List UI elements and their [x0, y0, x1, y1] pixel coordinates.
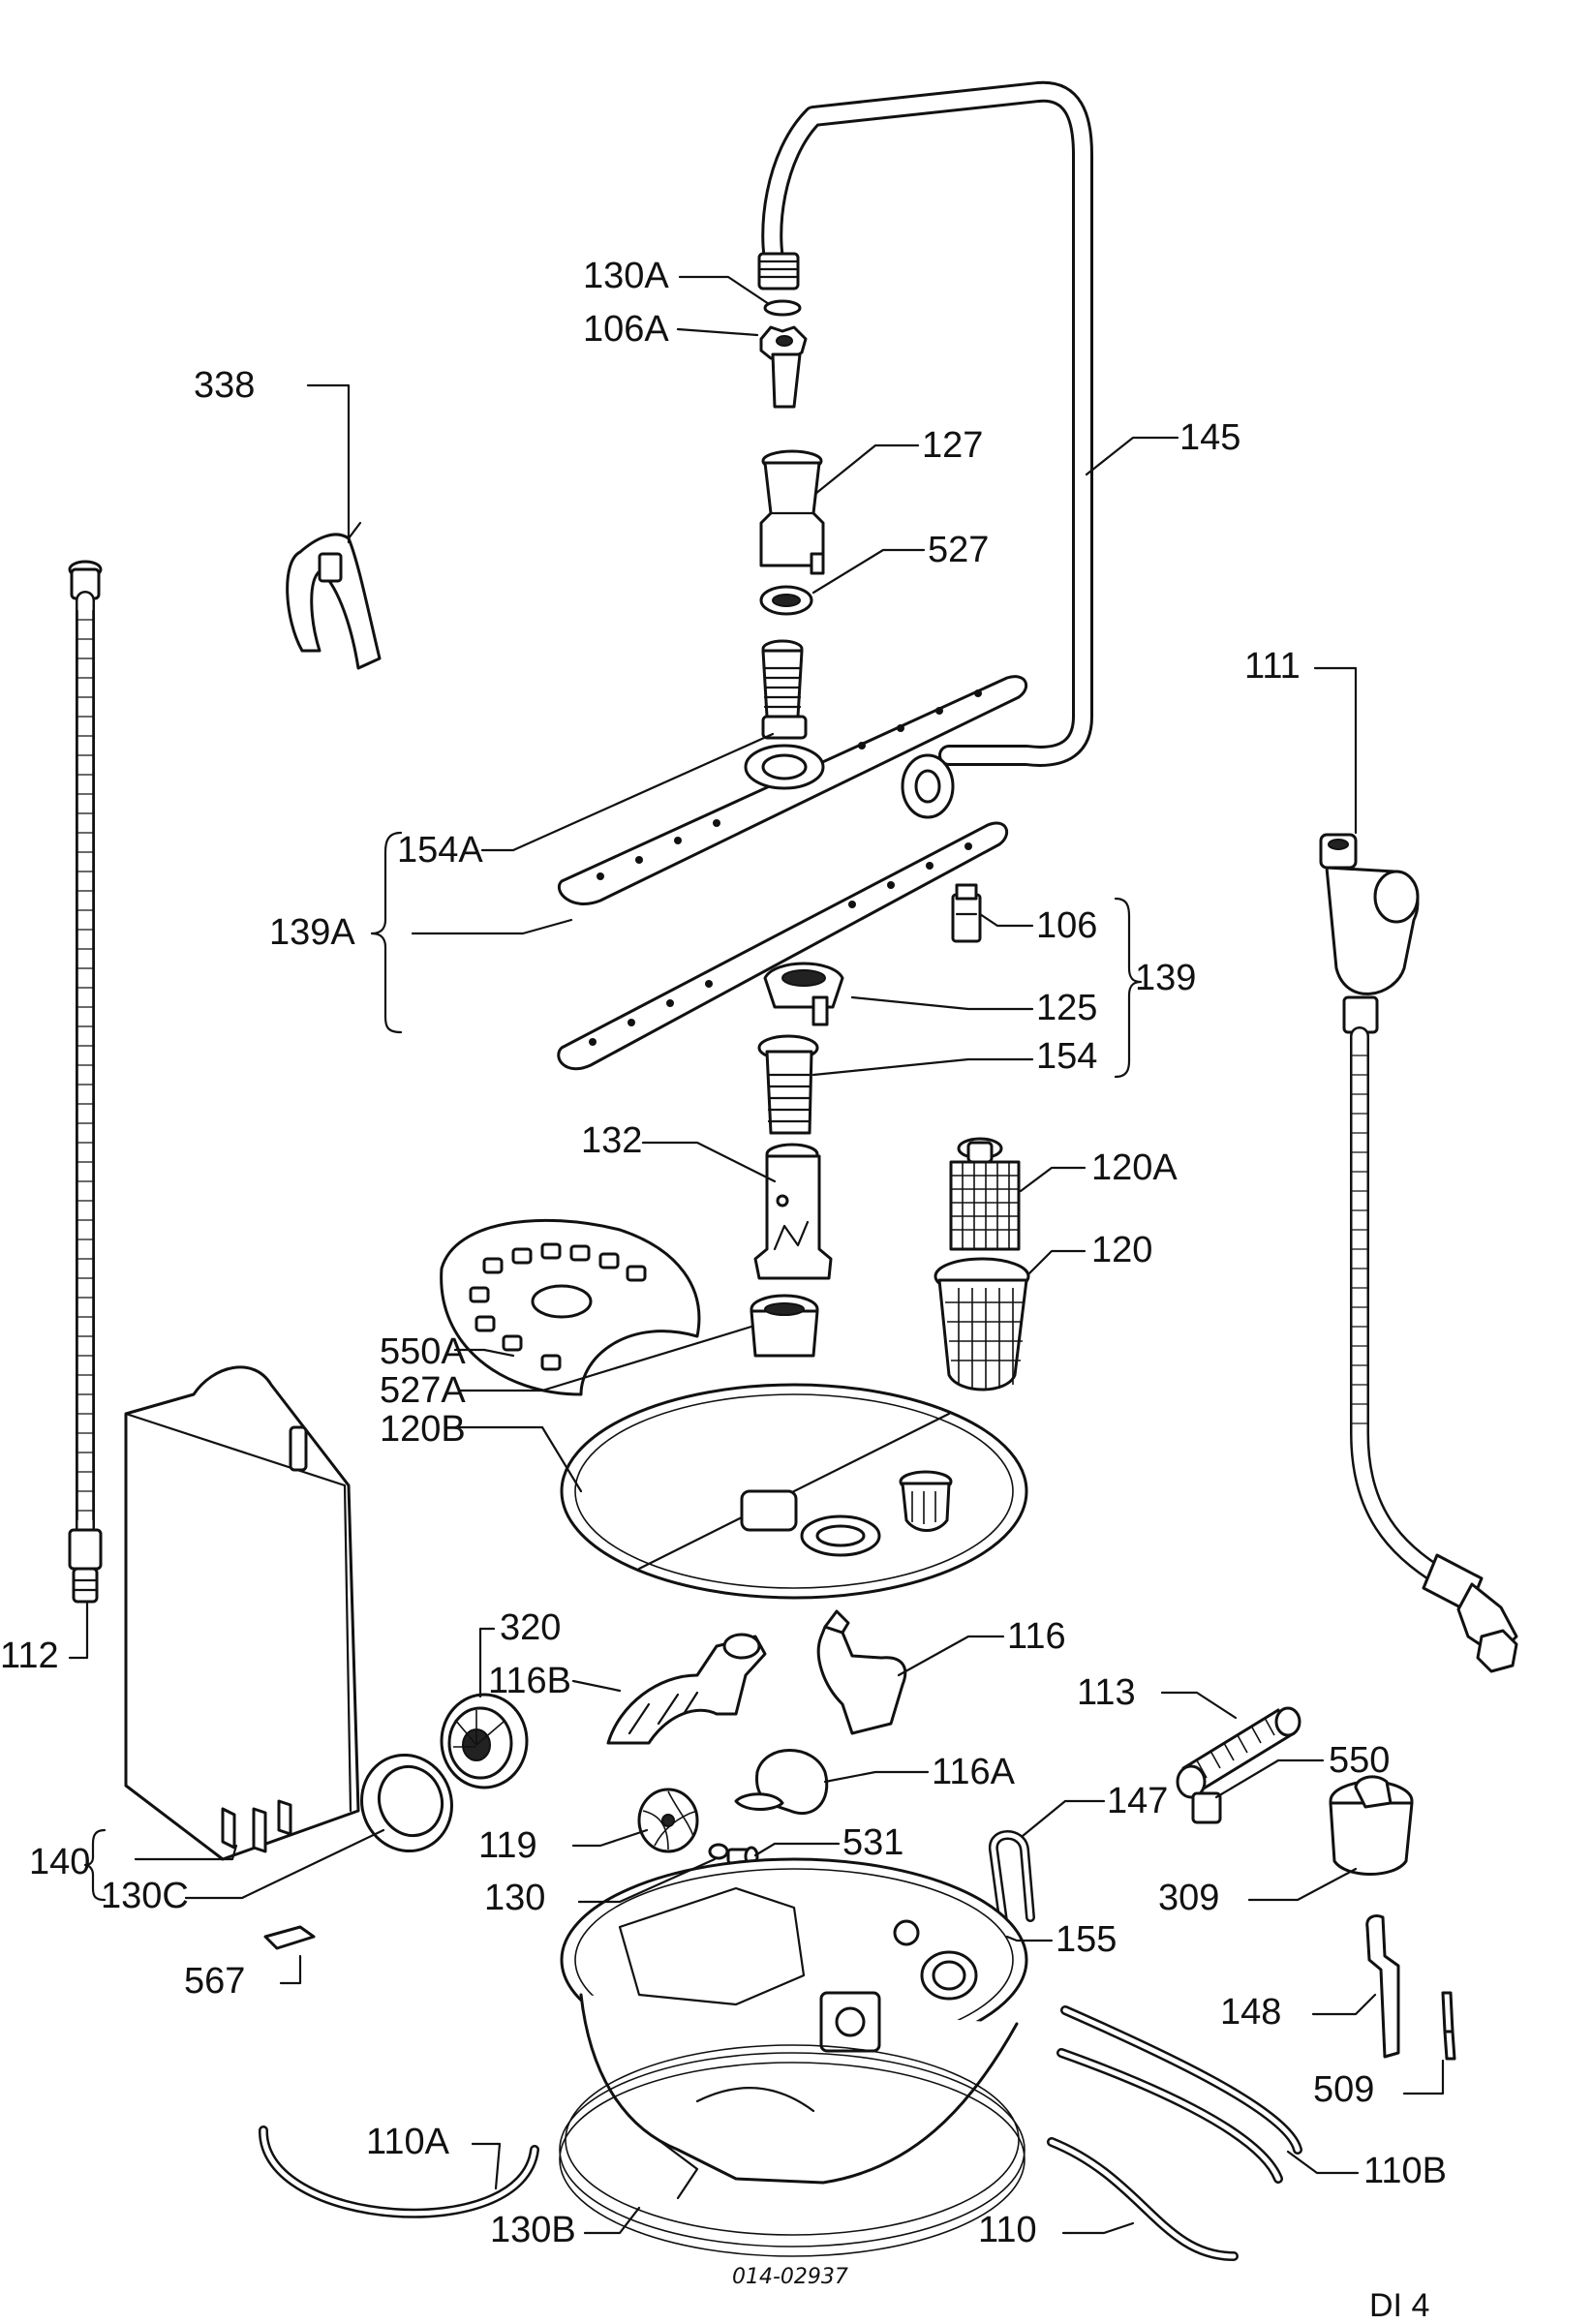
part-106a-nut: [759, 325, 808, 409]
label-338: 338: [194, 365, 255, 406]
part-112-drain-hose: [68, 560, 103, 1604]
part-125-bearing: [763, 962, 844, 1026]
label-139: 139: [1135, 958, 1196, 998]
part-116-pump-housing: [816, 1609, 907, 1735]
part-number-labels: 130A 106A 338 127 145 527 111 154A 139A 106 139 125…: [0, 256, 1447, 2250]
label-155: 155: [1056, 1919, 1117, 1960]
part-127-coupling: [759, 449, 825, 575]
label-148: 148: [1220, 1992, 1281, 2033]
label-139a: 139A: [269, 912, 355, 953]
label-130a: 130A: [583, 256, 669, 296]
part-132-tube: [753, 1143, 833, 1280]
label-147: 147: [1107, 1781, 1168, 1821]
label-132: 132: [581, 1120, 642, 1161]
label-127: 127: [922, 425, 983, 466]
label-116b: 116B: [488, 1661, 571, 1701]
part-550a-plate: [440, 1218, 701, 1396]
part-119-impeller: [637, 1788, 699, 1853]
part-148-bracket: [1365, 1913, 1400, 2059]
brace-139a: [370, 831, 403, 1034]
label-120a: 120A: [1091, 1147, 1178, 1188]
label-106a: 106A: [583, 309, 669, 350]
brace-139: [1114, 897, 1143, 1079]
part-145-supply-pipe: [757, 80, 1093, 819]
label-125: 125: [1036, 988, 1097, 1028]
part-111-inlet-hose: [1319, 833, 1518, 1673]
label-113: 113: [1077, 1672, 1136, 1713]
part-154a-upper-spray-arm: [558, 639, 1028, 905]
label-527: 527: [928, 530, 989, 570]
label-120: 120: [1091, 1230, 1152, 1270]
sheet-id: DI 4: [1369, 2287, 1429, 2324]
label-116: 116: [1007, 1616, 1066, 1657]
label-527a: 527A: [380, 1370, 466, 1411]
drawing-number: 014-02937: [732, 2265, 848, 2289]
label-154a: 154A: [397, 830, 483, 871]
part-155-sump: [560, 1857, 1028, 2200]
part-130-small-ring: [708, 1843, 729, 1860]
label-567: 567: [184, 1961, 245, 2002]
label-140: 140: [29, 1842, 90, 1882]
part-527a-seal: [750, 1294, 819, 1358]
label-119: 119: [478, 1825, 537, 1866]
part-130a-oring: [763, 299, 802, 317]
label-106: 106: [1036, 905, 1097, 946]
brace-140: [83, 1828, 107, 1902]
label-110b: 110B: [1363, 2151, 1447, 2191]
label-120b: 120B: [380, 1409, 466, 1450]
part-130c-ring: [360, 1753, 453, 1853]
label-112: 112: [0, 1636, 59, 1676]
part-154-hub: [757, 1034, 819, 1135]
part-140-water-softener: [124, 1365, 360, 1861]
part-120-coarse-filter: [934, 1257, 1030, 1391]
part-509-pin: [1441, 1991, 1456, 2061]
part-116b-pump-housing: [606, 1633, 767, 1745]
label-550a: 550A: [380, 1331, 466, 1372]
part-139-lower-spray-arm: [557, 821, 1009, 1071]
label-309: 309: [1158, 1878, 1219, 1918]
part-110b-hose: [1056, 2005, 1302, 2184]
part-567-clip: [263, 1925, 316, 1950]
part-550-block: [1191, 1791, 1222, 1824]
part-130b-gasket: [559, 2044, 1026, 2257]
part-320-pump-cover: [440, 1693, 529, 1789]
part-110a-hose: [258, 2125, 539, 2218]
label-550: 550: [1329, 1740, 1390, 1781]
label-111: 111: [1244, 646, 1301, 687]
part-527-seal: [759, 585, 813, 616]
label-154: 154: [1036, 1036, 1097, 1077]
part-309-cylinder: [1329, 1775, 1414, 1876]
part-106-clip: [951, 883, 982, 943]
part-338-clip: [286, 521, 382, 670]
part-113-heater: [1176, 1706, 1301, 1799]
label-130c: 130C: [101, 1876, 189, 1916]
part-147-wire-clip: [989, 1830, 1035, 1926]
part-120a-fine-filter: [949, 1137, 1021, 1251]
label-116a_: 116A: [932, 1752, 1016, 1792]
part-120b-filter-plate: [560, 1383, 1028, 1600]
label-509: 509: [1313, 2069, 1374, 2110]
label-320: 320: [500, 1607, 561, 1648]
part-116a-cap: [734, 1749, 829, 1816]
label-145: 145: [1179, 417, 1240, 458]
label-130: 130: [484, 1878, 545, 1918]
label-130b: 130B: [490, 2210, 576, 2250]
part-110-hose: [1047, 2137, 1239, 2261]
label-531: 531: [842, 1822, 903, 1863]
group-braces: [83, 831, 1143, 1902]
label-110a: 110A: [366, 2122, 450, 2162]
leader-lines: [68, 275, 1445, 2235]
label-110: 110: [978, 2210, 1037, 2250]
